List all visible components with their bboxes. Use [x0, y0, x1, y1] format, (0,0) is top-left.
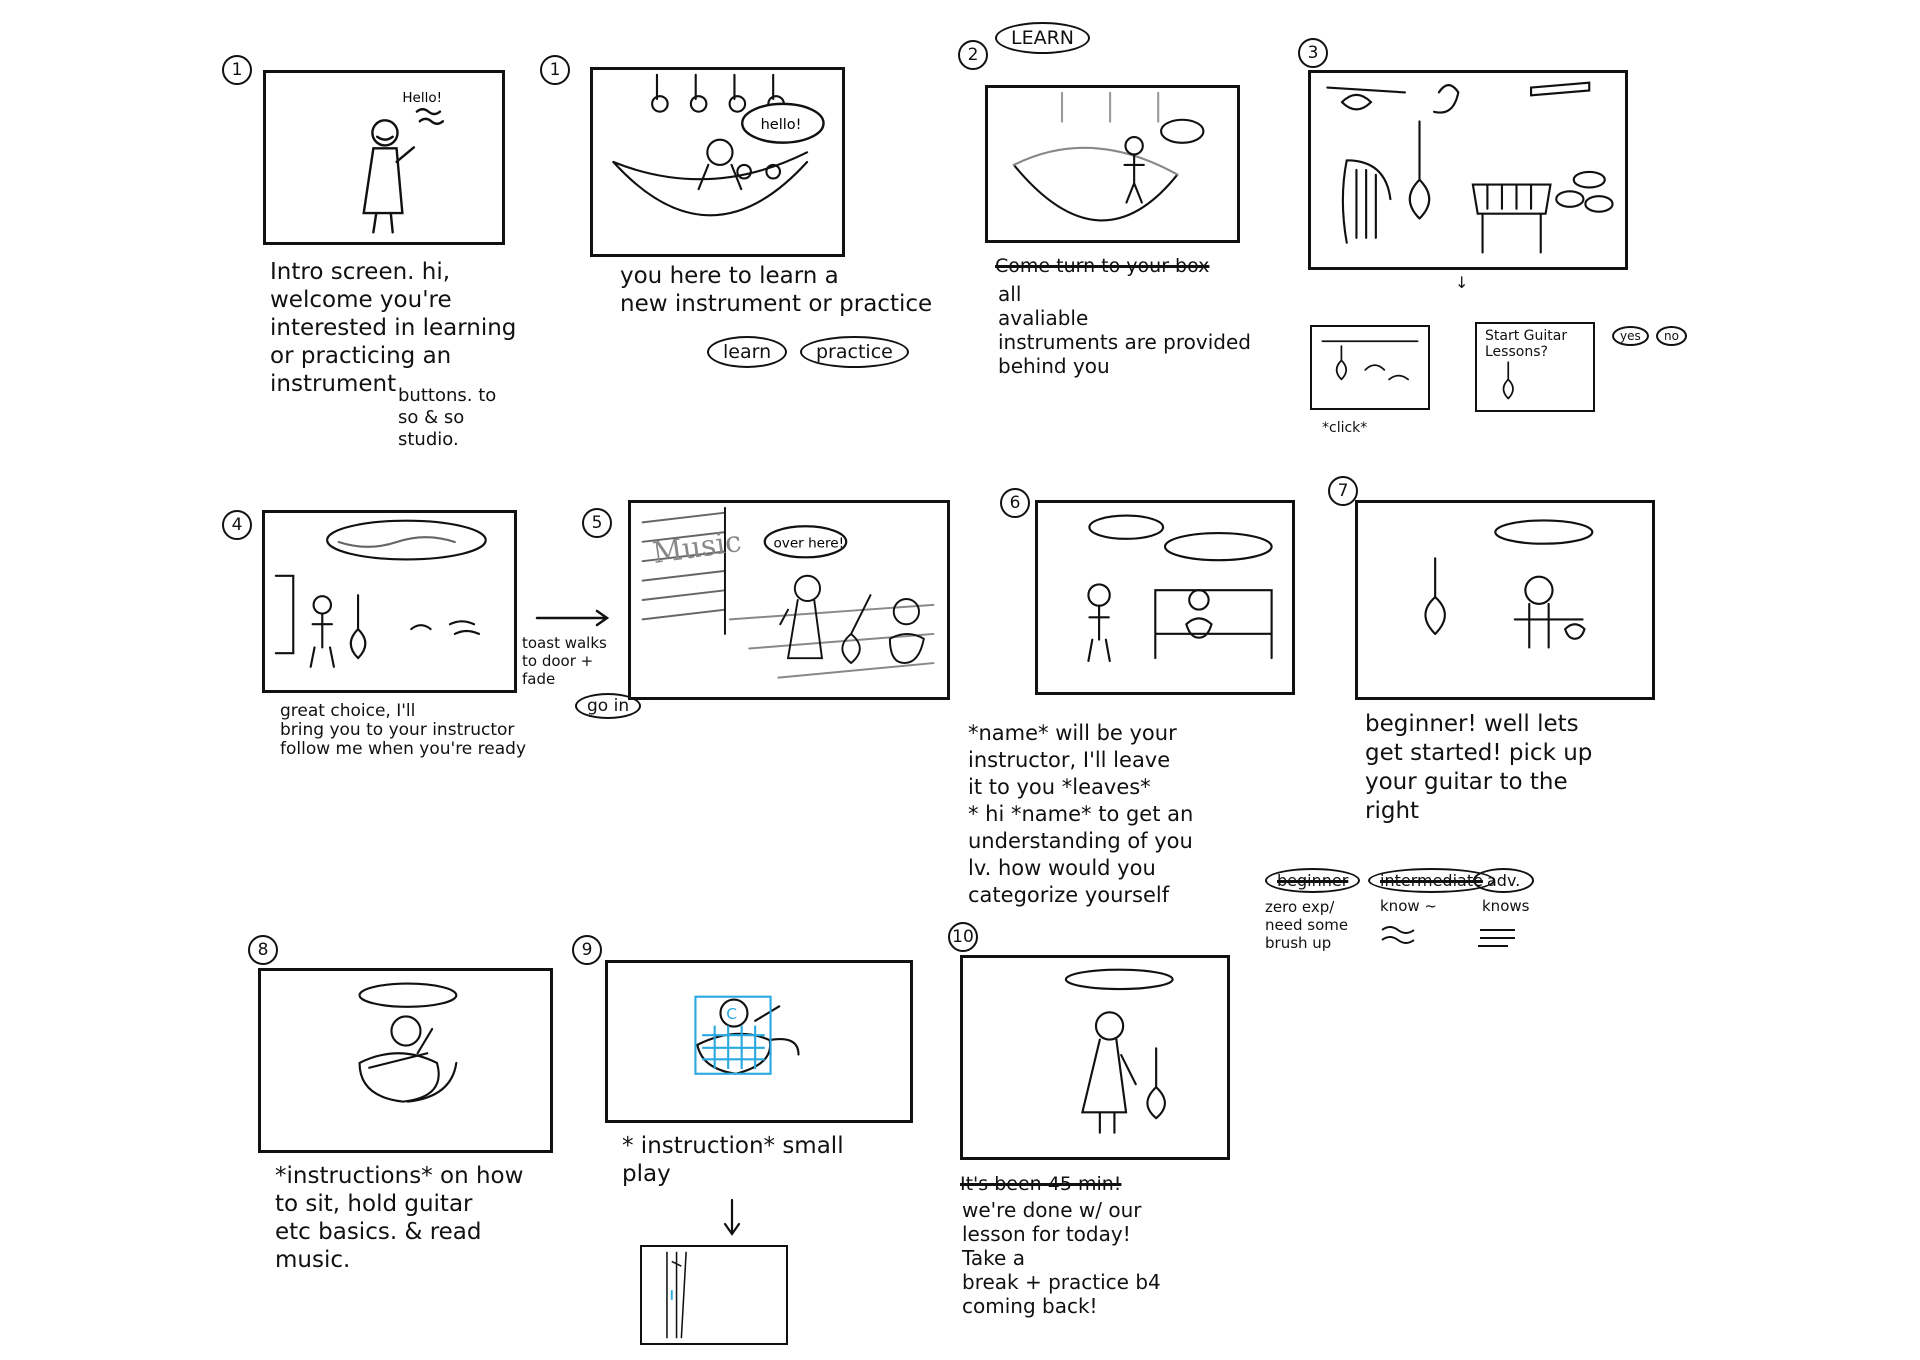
panel-number: 1: [540, 55, 570, 85]
chord-label: C: [726, 1005, 737, 1023]
panel-4-frame: [262, 510, 517, 693]
panel-5-frame: Music over here!: [628, 500, 950, 700]
panel-1-frame: Hello!: [263, 70, 505, 245]
arrow-down: ↓: [1455, 273, 1469, 292]
music-sign: Music: [650, 524, 743, 570]
panel-number: 2: [958, 40, 988, 70]
panel-6-caption: *name* will be your instructor, I'll lea…: [968, 721, 1194, 907]
advanced-option[interactable]: adv.: [1473, 868, 1535, 893]
panel-number: 1: [222, 55, 252, 85]
panel-number: 9: [572, 935, 602, 965]
panel-7-caption: beginner! well lets get started! pick up…: [1365, 711, 1593, 824]
click-label: *click*: [1322, 420, 1368, 436]
squiggle-marks: [1381, 926, 1515, 947]
panel-4-sketch: [274, 519, 487, 668]
bubble-text: over here!: [773, 536, 844, 552]
panel-10-caption: we're done w/ our lesson for today! Take…: [962, 1198, 1161, 1318]
learn-label: LEARN: [995, 22, 1091, 54]
panel-4-caption: great choice, I'll bring you to your ins…: [280, 701, 527, 759]
yes-button[interactable]: yes: [1612, 326, 1649, 346]
panel-1-sketch: Hello!: [362, 90, 445, 234]
panel-1b-caption: you here to learn a new instrument or pr…: [620, 263, 933, 317]
panel-number: 6: [1000, 488, 1030, 518]
panel-10-frame: [960, 955, 1230, 1160]
panel-number: 7: [1328, 476, 1358, 506]
panel-8-caption: *instructions* on how to sit, hold guita…: [275, 1163, 524, 1273]
panel-8-frame: [258, 968, 553, 1153]
panel-1-note: buttons. to so & so studio.: [398, 385, 497, 450]
thumb-click-frame: [1310, 325, 1430, 410]
panel-number: 8: [248, 935, 278, 965]
beginner-option[interactable]: beginner: [1265, 868, 1361, 893]
panel-number: 3: [1298, 38, 1328, 68]
panel-2-sketch: [1012, 91, 1205, 222]
panel-10-sketch: [1064, 968, 1174, 1134]
panel-9-caption: * instruction* small play: [622, 1133, 844, 1187]
intermediate-desc: know ~: [1380, 897, 1437, 915]
panel-2-caption: all avaliable instruments are provided b…: [998, 282, 1251, 378]
panel-5-note: toast walks to door + fade: [522, 634, 607, 688]
panel-3-frame: [1308, 70, 1628, 270]
panel-5-sketch: Music over here!: [641, 506, 935, 679]
learn-button[interactable]: learn: [707, 336, 788, 368]
panel-number: 4: [222, 510, 252, 540]
panel-3-sketch: [1326, 81, 1614, 254]
no-button[interactable]: no: [1656, 326, 1687, 346]
bubble-text: Hello!: [402, 90, 442, 106]
panel-6-frame: [1035, 500, 1295, 695]
panel-2-struck-text: Come turn to your box: [995, 255, 1210, 277]
panel-6-sketch: [1087, 514, 1273, 663]
bubble-text: hello!: [761, 117, 802, 133]
thumb-prompt-frame: [1475, 322, 1595, 412]
go-in-button[interactable]: go in: [575, 693, 642, 719]
practice-button[interactable]: practice: [800, 336, 909, 368]
advanced-desc: knows: [1482, 897, 1530, 915]
panel-1-caption: Intro screen. hi, welcome you're interes…: [270, 259, 517, 397]
panel-10-struck-text: It's been 45 min!: [960, 1173, 1122, 1195]
panel-8-sketch: [358, 982, 458, 1103]
panel-7-sketch: [1424, 519, 1594, 649]
panel-9-sketch: C: [694, 995, 800, 1075]
panel-7-frame: [1355, 500, 1655, 700]
panel-9-frame: C: [605, 960, 913, 1123]
arrow-down-icon: [723, 1198, 741, 1236]
panel-9-zoom-frame: [640, 1245, 788, 1345]
panel-number: 10: [948, 922, 978, 952]
panel-1b-frame: hello!: [590, 67, 845, 257]
panel-1b-sketch: hello!: [612, 73, 825, 217]
arrow-right-icon: [535, 609, 610, 627]
panel-2-frame: [985, 85, 1240, 243]
thumb-prompt-text: Start Guitar Lessons?: [1485, 328, 1568, 360]
panel-number: 5: [582, 508, 612, 538]
beginner-desc: zero exp/ need some brush up: [1265, 898, 1349, 952]
